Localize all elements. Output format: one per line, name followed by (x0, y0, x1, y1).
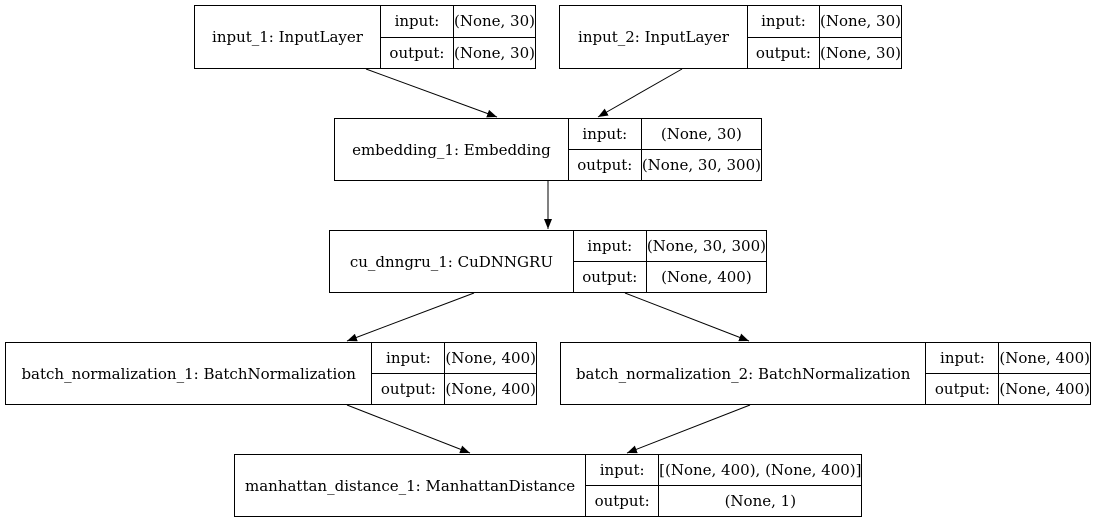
input-label: input: (381, 6, 454, 37)
input-label: input: (569, 119, 642, 149)
node-title: embedding_1: Embedding (335, 119, 569, 180)
edge-batch_normalization_2-to-manhattan_distance_1 (626, 404, 751, 454)
input-shape: (None, 30, 300) (646, 237, 766, 255)
input-label: input: (926, 343, 1000, 373)
node-title: batch_normalization_2: BatchNormalizatio… (561, 343, 927, 404)
output-shape: (None, 400) (661, 268, 752, 286)
input-shape: (None, 30) (819, 12, 901, 31)
output-shape: (None, 30) (819, 43, 901, 62)
output-shape: (None, 400) (999, 380, 1090, 398)
input-shape: (None, 30) (453, 12, 535, 31)
node-title: input_2: InputLayer (560, 6, 748, 68)
output-label: output: (372, 374, 446, 404)
output-shape: (None, 30) (453, 43, 535, 62)
node-cu-dnngru-1: cu_dnngru_1: CuDNNGRU input: (None, 30, … (329, 230, 767, 293)
node-batch-normalization-1: batch_normalization_1: BatchNormalizatio… (5, 342, 537, 405)
input-shape: [(None, 400), (None, 400)] (659, 461, 862, 479)
output-label: output: (574, 262, 647, 292)
output-label: output: (926, 374, 1000, 404)
input-label: input: (372, 343, 446, 373)
output-shape: (None, 400) (445, 380, 536, 398)
output-label: output: (569, 150, 642, 180)
edge-input_1-to-embedding_1 (365, 68, 498, 118)
input-shape: (None, 400) (445, 349, 536, 367)
node-embedding-1: embedding_1: Embedding input: (None, 30)… (334, 118, 762, 181)
node-input-2: input_2: InputLayer input: (None, 30) ou… (559, 5, 902, 69)
node-title: cu_dnngru_1: CuDNNGRU (330, 231, 574, 292)
output-label: output: (381, 37, 454, 68)
output-shape: (None, 30, 300) (641, 156, 761, 174)
node-manhattan-distance-1: manhattan_distance_1: ManhattanDistance … (234, 454, 862, 517)
node-title: batch_normalization_1: BatchNormalizatio… (6, 343, 373, 404)
output-label: output: (586, 486, 660, 516)
edge-cu_dnngru_1-to-batch_normalization_2 (624, 292, 750, 342)
node-batch-normalization-2: batch_normalization_2: BatchNormalizatio… (560, 342, 1091, 405)
input-label: input: (586, 455, 660, 485)
node-title: input_1: InputLayer (195, 6, 381, 68)
input-label: input: (574, 231, 647, 261)
input-label: input: (748, 6, 820, 37)
node-title: manhattan_distance_1: ManhattanDistance (235, 455, 587, 516)
edge-batch_normalization_1-to-manhattan_distance_1 (346, 404, 471, 454)
input-shape: (None, 400) (999, 349, 1090, 367)
edge-input_2-to-embedding_1 (597, 68, 683, 118)
input-shape: (None, 30) (660, 125, 742, 143)
output-shape: (None, 1) (724, 492, 797, 510)
output-label: output: (748, 37, 820, 68)
edge-cu_dnngru_1-to-batch_normalization_1 (346, 292, 475, 342)
node-input-1: input_1: InputLayer input: (None, 30) ou… (194, 5, 536, 69)
